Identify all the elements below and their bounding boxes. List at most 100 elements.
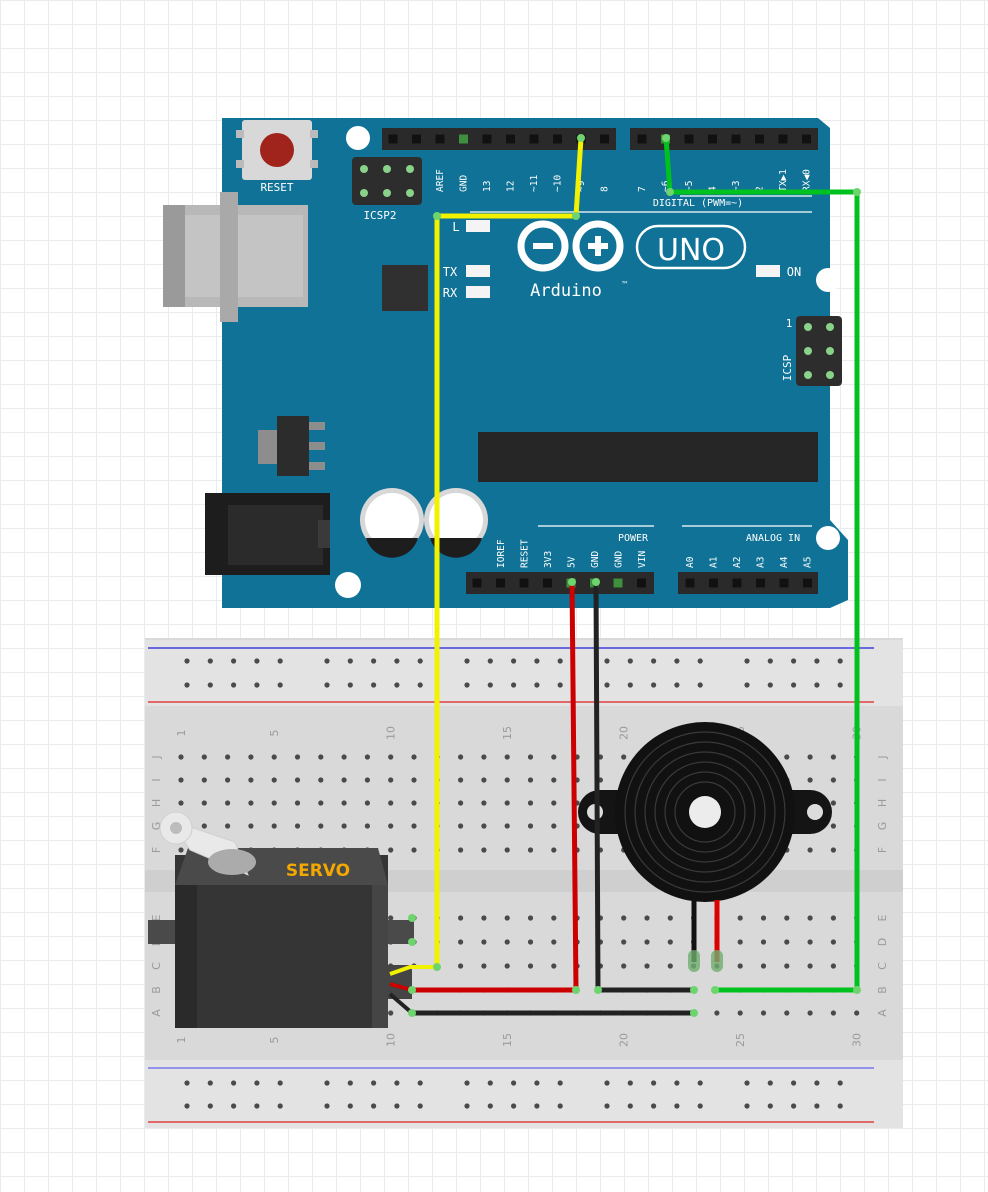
column-number-bottom: 15 (501, 1033, 514, 1047)
wire-end (690, 986, 698, 994)
row-letter-right: C (876, 962, 889, 970)
breadboard-hole (784, 939, 790, 945)
breadboard-hole (411, 777, 417, 783)
breadboard-hole (737, 963, 743, 969)
pin-label: A3 (756, 557, 767, 568)
rail-hole (207, 1103, 213, 1109)
breadboard-hole (551, 823, 557, 829)
header-pin-hole (778, 134, 788, 144)
rail-hole (651, 682, 657, 688)
brand-tm: ™ (621, 280, 629, 289)
rail-hole (674, 682, 680, 688)
rail-hole (487, 658, 493, 664)
rail-hole (814, 682, 820, 688)
breadboard-hole (341, 823, 347, 829)
icsp-header (796, 316, 842, 386)
breadboard-hole (318, 800, 324, 806)
pin-label: 12 (506, 181, 517, 192)
header-pin-hole (756, 578, 765, 588)
row-letter-left: G (150, 822, 163, 831)
breadboard-hole (830, 777, 837, 783)
breadboard-top-rail (145, 640, 903, 706)
breadboard-hole (527, 963, 534, 969)
led-l-label: L (452, 220, 459, 234)
wire-end (853, 188, 861, 196)
breadboard-hole (458, 847, 464, 853)
row-letter-right: H (876, 799, 889, 807)
breadboard-hole (527, 823, 534, 829)
rail-hole (277, 1103, 283, 1109)
breadboard-hole (481, 847, 487, 853)
breadboard-hole (527, 777, 534, 783)
rail-hole (277, 1080, 283, 1086)
wire-end (594, 986, 602, 994)
rail-hole (394, 1080, 400, 1086)
rail-hole (744, 682, 750, 688)
breadboard-hole (225, 777, 231, 783)
wire-end (433, 212, 441, 220)
servo-label: SERVO (286, 861, 350, 881)
breadboard-hole (807, 1010, 813, 1016)
power-header (466, 572, 654, 594)
pin-label: A5 (803, 557, 814, 568)
breadboard-hole (807, 847, 813, 853)
power-jack (205, 493, 330, 575)
pin-label: 5V (567, 556, 578, 568)
header-pin-hole (709, 578, 718, 588)
row-letter-right: A (876, 1009, 889, 1017)
header-pin-hole (388, 134, 398, 144)
rail-hole (277, 658, 283, 664)
breadboard-hole (201, 754, 207, 760)
pin-label: ~9 (576, 180, 587, 192)
rail-hole (347, 658, 353, 664)
breadboard-hole (830, 754, 837, 760)
column-number-top: 15 (501, 726, 514, 740)
column-number-top: 1 (175, 730, 188, 737)
row-letter-right: B (876, 986, 889, 994)
rail-hole (487, 682, 493, 688)
rail-hole (604, 658, 610, 664)
wire-yellow-signal (434, 137, 584, 967)
rail-hole (231, 1080, 237, 1086)
row-letter-right: F (876, 847, 889, 853)
row-letter-left: E (150, 914, 163, 921)
breadboard-hole (621, 963, 627, 969)
breadboard-hole (551, 800, 557, 806)
led-tx-label: TX (443, 265, 458, 279)
header-pin-hole (529, 134, 539, 144)
atmega-chip (478, 432, 818, 482)
rail-hole (557, 1103, 563, 1109)
breadboard-hole (341, 754, 347, 760)
rail-hole (697, 682, 703, 688)
header-pin-hole (637, 134, 647, 144)
rail-hole (557, 658, 563, 664)
breadboard-hole (644, 939, 650, 945)
rail-hole (254, 658, 260, 664)
rail-hole (651, 1080, 657, 1086)
rail-hole (767, 658, 773, 664)
wire-end (568, 578, 576, 586)
brand-label: Arduino (530, 281, 602, 301)
breadboard-hole (504, 963, 510, 969)
rail-hole (207, 682, 213, 688)
pin-label: GND (614, 551, 625, 568)
rail-hole (417, 1080, 423, 1086)
breadboard-hole (830, 963, 837, 969)
breadboard-hole (458, 823, 464, 829)
reset-button[interactable] (236, 120, 318, 180)
header-pin-hole (802, 134, 811, 144)
rail-hole (791, 682, 797, 688)
rail-hole (417, 682, 423, 688)
analog-pin-holes (685, 578, 812, 588)
wire-end (666, 188, 674, 196)
rail-hole (767, 1103, 773, 1109)
rail-hole (744, 1103, 750, 1109)
breadboard-hole (807, 963, 813, 969)
reset-label: RESET (260, 181, 293, 194)
breadboard-hole (760, 963, 767, 969)
pin-label: RX◀0 (802, 169, 813, 192)
rail-hole (674, 1080, 680, 1086)
digital-header-left (382, 128, 616, 150)
breadboard-hole (178, 800, 184, 806)
breadboard-hole (760, 915, 767, 921)
